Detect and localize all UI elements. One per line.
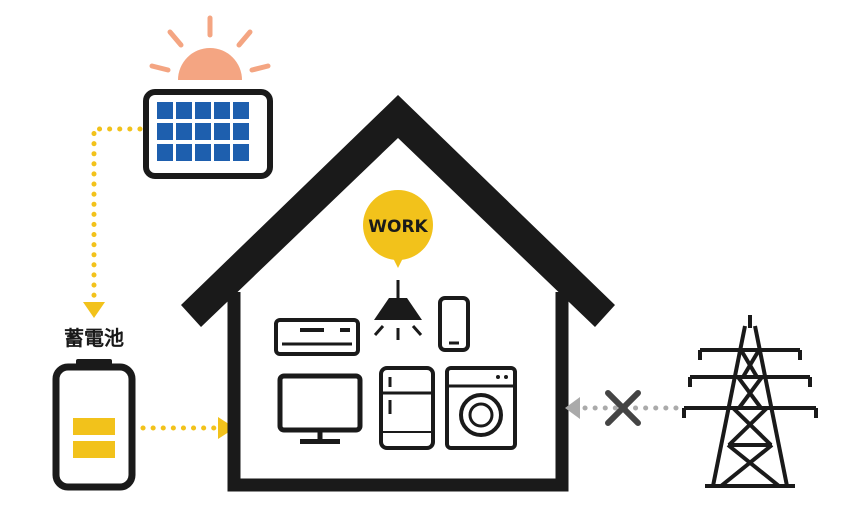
air-conditioner-icon — [274, 318, 360, 356]
refrigerator-icon — [379, 366, 435, 450]
work-bubble-label: WORK — [368, 217, 428, 237]
washing-machine-icon — [445, 366, 517, 450]
battery-to-house-flow — [140, 417, 235, 439]
house-icon — [181, 95, 615, 492]
power-pylon-icon — [682, 315, 818, 488]
battery-icon — [52, 359, 136, 491]
work-bubble: WORK — [363, 190, 433, 268]
blocked-cross-icon — [605, 390, 641, 426]
battery-label: 蓄電池 — [64, 326, 124, 350]
solar-panel-icon — [143, 89, 273, 179]
ceiling-lamp-icon — [373, 280, 423, 340]
grid-to-house-flow — [565, 397, 683, 419]
solar-to-battery-flow — [83, 126, 143, 318]
television-icon — [277, 373, 363, 444]
smartphone-icon — [438, 296, 470, 352]
sun-icon — [149, 15, 271, 80]
